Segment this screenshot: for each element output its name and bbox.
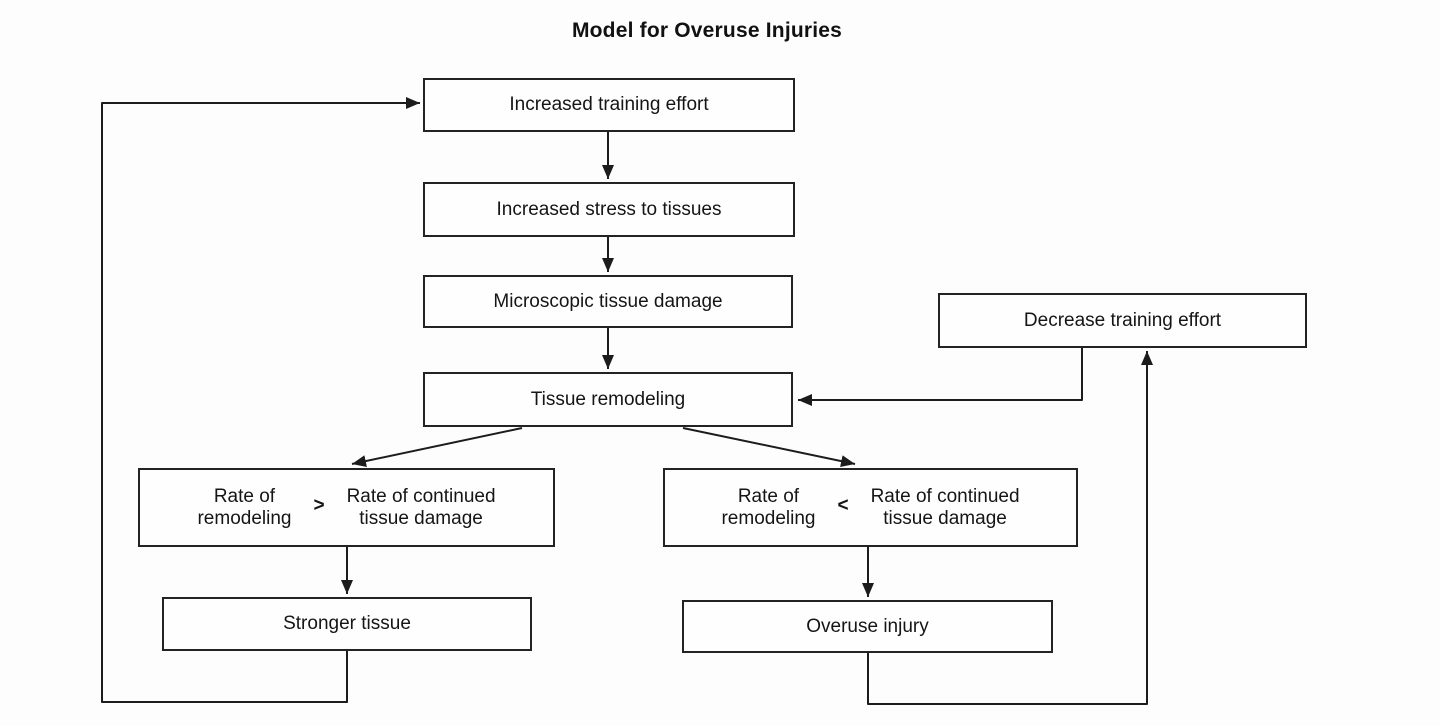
arrow-remodel-to-rate-left <box>351 427 523 467</box>
node-rate-remodeling-greater-than-damage: Rate of remodeling > Rate of continued t… <box>138 468 555 547</box>
node-tissue-remodeling: Tissue remodeling <box>423 372 793 427</box>
link-decrease-to-remodel <box>798 348 1083 406</box>
node-increased-stress-to-tissues: Increased stress to tissues <box>423 182 795 237</box>
node-decrease-training-effort: Decrease training effort <box>938 293 1307 348</box>
rate-right-remodeling-label: Rate of remodeling <box>721 485 816 529</box>
node-microscopic-tissue-damage: Microscopic tissue damage <box>423 275 793 328</box>
less-than-operator: < <box>837 494 849 516</box>
node-stronger-tissue: Stronger tissue <box>162 597 532 651</box>
loop-stronger-to-training <box>101 97 420 703</box>
node-rate-remodeling-less-than-damage: Rate of remodeling < Rate of continued t… <box>663 468 1078 547</box>
greater-than-operator: > <box>313 494 325 516</box>
loop-overuse-to-decrease <box>867 351 1153 705</box>
arrow-remodel-to-rate-right <box>682 427 856 468</box>
rate-left-damage-label: Rate of continued tissue damage <box>346 485 496 529</box>
node-overuse-injury: Overuse injury <box>682 600 1053 653</box>
rate-right-damage-label: Rate of continued tissue damage <box>870 485 1020 529</box>
diagram-title: Model for Overuse Injuries <box>571 19 843 42</box>
node-increased-training-effort: Increased training effort <box>423 78 795 132</box>
rate-left-remodeling-label: Rate of remodeling <box>197 485 292 529</box>
